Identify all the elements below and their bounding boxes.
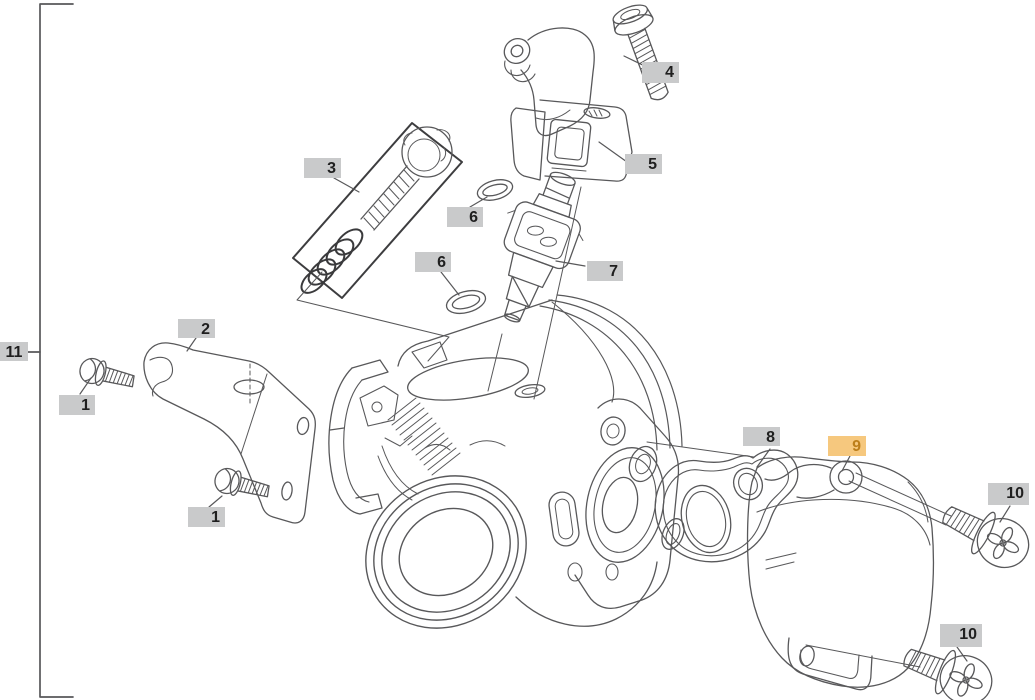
- callout-number: 9: [852, 438, 861, 455]
- callout-8[interactable]: 8: [743, 427, 780, 446]
- group-sensor-cover-9: [746, 456, 935, 691]
- callout-number: 11: [5, 344, 23, 361]
- callout-10a[interactable]: 10: [988, 483, 1029, 505]
- callout-6b[interactable]: 6: [415, 252, 451, 272]
- callout-10b[interactable]: 10: [940, 624, 982, 647]
- group-injector-7: [503, 171, 584, 323]
- callout-2[interactable]: 2: [178, 319, 215, 338]
- assembly-lines: [296, 186, 952, 668]
- callout-3[interactable]: 3: [304, 158, 341, 178]
- group-fuel-joint-elbow: [503, 27, 595, 137]
- callout-9[interactable]: 9: [828, 436, 866, 456]
- group-throttle-body: [328, 294, 683, 629]
- callout-number: 1: [211, 509, 220, 526]
- callout-11[interactable]: 11: [0, 342, 28, 361]
- leader-lines: [79, 55, 1011, 662]
- group-gasket-8: [654, 449, 799, 563]
- callout-6a[interactable]: 6: [447, 207, 483, 227]
- callout-number: 1: [81, 397, 90, 414]
- callout-number: 4: [665, 64, 674, 81]
- group-clamp-5: [510, 99, 633, 182]
- callout-number: 10: [959, 626, 977, 643]
- group-oring-6b: [445, 289, 487, 315]
- callout-number: 5: [648, 156, 657, 173]
- group-bracket-2: [143, 342, 316, 524]
- callout-7[interactable]: 7: [587, 261, 623, 281]
- callout-number: 3: [327, 160, 336, 177]
- callout-number: 7: [609, 263, 618, 280]
- callout-number: 8: [766, 429, 775, 446]
- callout-1a[interactable]: 1: [59, 395, 95, 415]
- callout-number: 6: [469, 209, 478, 226]
- group-oring-6a: [476, 179, 514, 201]
- callout-number: 6: [437, 254, 446, 271]
- callout-number: 2: [201, 321, 210, 338]
- callout-4[interactable]: 4: [642, 62, 679, 83]
- group-adjuster-screw-3: [292, 122, 463, 299]
- callout-5[interactable]: 5: [625, 154, 662, 174]
- callout-number: 10: [1006, 485, 1024, 502]
- callout-1b[interactable]: 1: [188, 507, 225, 527]
